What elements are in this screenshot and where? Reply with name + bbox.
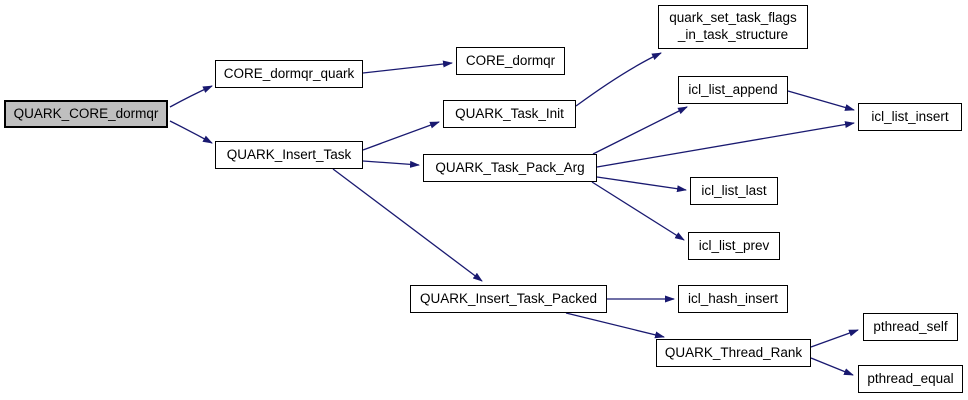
edge-quark-insert-task-to-quark-task-init [362, 121, 440, 151]
node-icl-list-insert[interactable]: icl_list_insert [858, 103, 962, 131]
edge-quark-task-pack-arg-to-icl-list-insert [596, 121, 855, 168]
node-core-dormqr[interactable]: CORE_dormqr [456, 47, 565, 75]
edge-quark-task-pack-arg-to-icl-list-append [592, 106, 688, 155]
edge-quark-insert-task-to-quark-insert-task-packed [332, 168, 483, 282]
edge-quark-task-pack-arg-to-icl-list-prev [591, 181, 685, 241]
node-icl-list-append[interactable]: icl_list_append [678, 76, 788, 104]
node-pthread-equal[interactable]: pthread_equal [858, 365, 963, 393]
node-icl-hash-insert[interactable]: icl_hash_insert [678, 285, 788, 313]
node-pthread-self[interactable]: pthread_self [863, 313, 958, 341]
edge-quark-thread-rank-to-pthread-self [810, 329, 859, 348]
node-quark-thread-rank[interactable]: QUARK_Thread_Rank [656, 339, 811, 367]
edge-icl-list-append-to-icl-list-insert [787, 90, 855, 111]
node-quark-task-init[interactable]: QUARK_Task_Init [443, 100, 576, 128]
edge-quark-thread-rank-to-pthread-equal [810, 357, 854, 376]
edge-quark-core-dormqr-to-core-dormqr-quark [169, 85, 213, 108]
node-quark-set-task-flags-in-task-structure[interactable]: quark_set_task_flags _in_task_structure [658, 5, 808, 49]
node-quark-task-pack-arg[interactable]: QUARK_Task_Pack_Arg [423, 154, 597, 182]
node-quark-insert-task[interactable]: QUARK_Insert_Task [215, 141, 363, 169]
edge-quark-insert-task-to-quark-task-pack-arg [362, 160, 420, 168]
node-core-dormqr-quark[interactable]: CORE_dormqr_quark [215, 60, 363, 88]
edge-quark-core-dormqr-to-quark-insert-task [169, 120, 213, 144]
edge-quark-task-pack-arg-to-icl-list-last [596, 176, 687, 193]
edge-core-dormqr-quark-to-core-dormqr [362, 60, 453, 74]
node-quark-insert-task-packed[interactable]: QUARK_Insert_Task_Packed [410, 285, 607, 313]
edge-quark-insert-task-packed-to-quark-thread-rank [565, 312, 665, 339]
edge-quark-task-init-to-quark-set-task-flags [575, 52, 662, 107]
node-icl-list-prev[interactable]: icl_list_prev [688, 232, 780, 260]
node-quark-core-dormqr: QUARK_CORE_dormqr [4, 100, 168, 128]
node-icl-list-last[interactable]: icl_list_last [690, 177, 778, 205]
